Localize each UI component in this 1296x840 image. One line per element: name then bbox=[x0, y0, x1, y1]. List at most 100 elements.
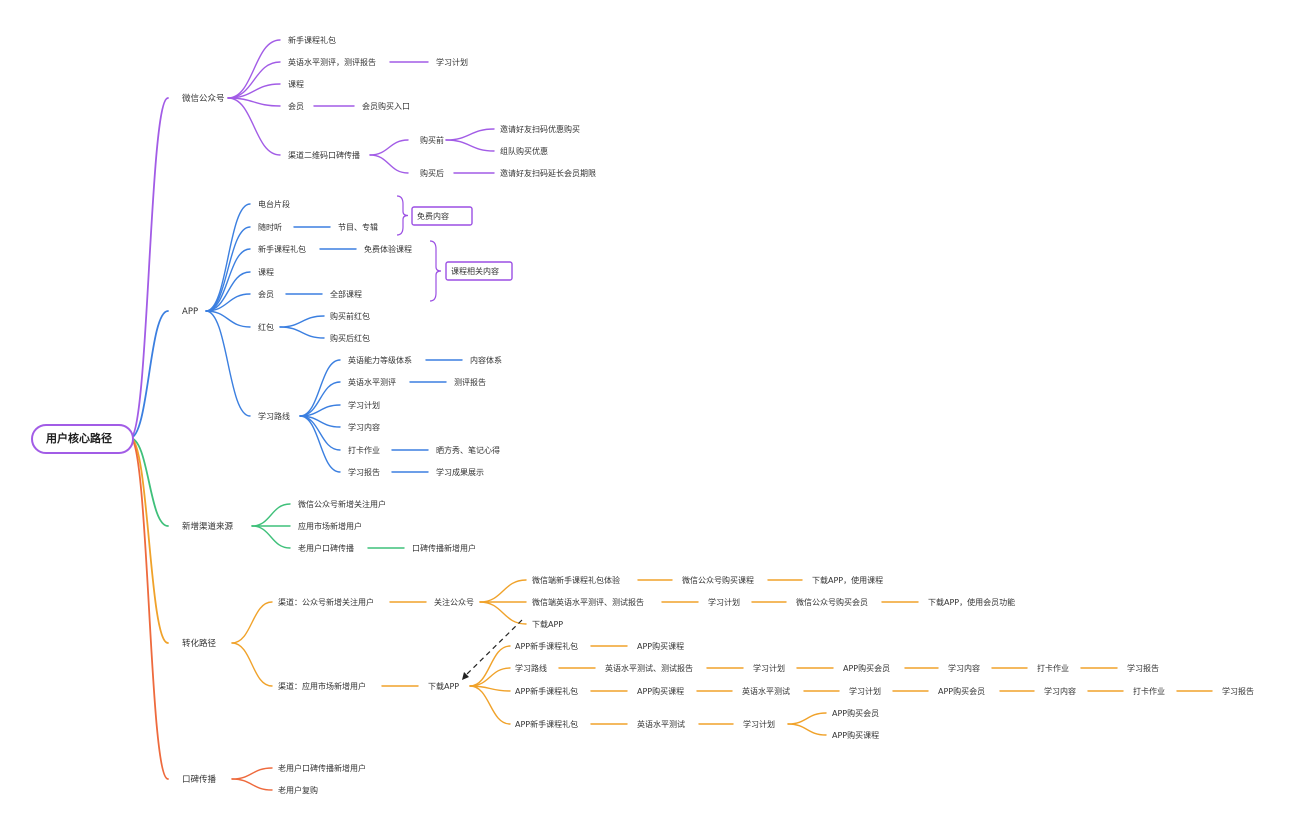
app-rp-after: 购买后红包 bbox=[330, 333, 370, 343]
branch-connector bbox=[205, 248, 251, 312]
convert-channel-market: 渠道：应用市场新增用户 bbox=[278, 681, 366, 691]
app-course-box: 课程相关内容 bbox=[451, 266, 499, 276]
app-radio: 电台片段 bbox=[258, 199, 290, 209]
app-path: 学习路线 bbox=[258, 411, 290, 421]
branch-connector bbox=[129, 437, 169, 527]
app-member: 会员 bbox=[258, 289, 274, 299]
s4-buy-member: APP购买会员 bbox=[832, 708, 879, 718]
app-all-courses: 全部课程 bbox=[330, 289, 362, 299]
app-trial: 免费体验课程 bbox=[364, 244, 412, 254]
branch-connector bbox=[231, 778, 273, 791]
word-old-new: 老用户口碑传播新增用户 bbox=[278, 763, 366, 773]
wechat-plan: 学习计划 bbox=[436, 57, 468, 67]
summary-bracket bbox=[429, 240, 442, 302]
branch-connector bbox=[129, 97, 169, 439]
branch-connector bbox=[251, 525, 291, 549]
r2-download: 下载APP，使用会员功能 bbox=[928, 597, 1015, 607]
app-program: 节目、专辑 bbox=[338, 222, 378, 232]
word-branch: 口碑传播 bbox=[182, 774, 217, 785]
branch-connector bbox=[205, 310, 251, 417]
app-free-box: 免费内容 bbox=[417, 211, 449, 221]
app-content-sys: 内容体系 bbox=[470, 355, 502, 365]
branch-connector bbox=[469, 645, 511, 687]
wechat-after: 购买后 bbox=[420, 168, 444, 178]
r2-test: 微信端英语水平测评、测试报告 bbox=[532, 597, 644, 607]
branch-connector bbox=[369, 154, 409, 174]
wechat-member: 会员 bbox=[288, 101, 304, 111]
wechat-course: 课程 bbox=[288, 80, 304, 89]
app-course: 课程 bbox=[258, 268, 274, 277]
channel-wechat-new: 微信公众号新增关注用户 bbox=[298, 499, 386, 509]
app-listen: 随时听 bbox=[258, 222, 282, 232]
r1-gift: 微信端新手课程礼包体验 bbox=[532, 575, 620, 585]
s2-buy-member: APP购买会员 bbox=[843, 663, 890, 673]
r1-download: 下载APP，使用课程 bbox=[812, 575, 883, 585]
r3-download: 下载APP bbox=[532, 619, 563, 629]
root-node-frame bbox=[31, 424, 134, 454]
app-share: 晒方秀、笔记心得 bbox=[436, 445, 500, 455]
download-arrow-head bbox=[462, 672, 469, 680]
branch-connector bbox=[299, 359, 341, 417]
branch-connector bbox=[205, 293, 251, 312]
wechat-invite-buy: 邀请好友扫码优惠购买 bbox=[500, 124, 580, 134]
s3-plan: 学习计划 bbox=[849, 686, 881, 696]
app-plan: 学习计划 bbox=[348, 400, 380, 410]
s2-content: 学习内容 bbox=[948, 663, 980, 673]
branch-connector bbox=[227, 97, 281, 156]
s3-gift: APP新手课程礼包 bbox=[515, 686, 578, 696]
app-gift: 新手课程礼包 bbox=[258, 244, 306, 254]
wechat-invite-extend: 邀请好友扫码延长会员期限 bbox=[500, 168, 596, 178]
app-test: 英语水平测评 bbox=[348, 377, 396, 387]
branch-connector bbox=[205, 226, 251, 312]
s4-test: 英语水平测试 bbox=[637, 719, 685, 729]
branch-connector bbox=[369, 139, 409, 156]
branch-connector bbox=[129, 310, 169, 439]
app-checkin: 打卡作业 bbox=[348, 445, 380, 455]
branch-connector bbox=[479, 601, 527, 625]
branch-connector bbox=[445, 128, 495, 141]
s3-checkin: 打卡作业 bbox=[1133, 686, 1165, 696]
s3-buy-course: APP购买课程 bbox=[637, 686, 684, 696]
branch-connector bbox=[469, 685, 511, 725]
branch-connector bbox=[787, 723, 827, 736]
app-report: 测评报告 bbox=[454, 377, 486, 387]
app-redpacket: 红包 bbox=[258, 322, 274, 332]
channel-old-user: 老用户口碑传播 bbox=[298, 543, 354, 553]
branch-connector bbox=[227, 39, 281, 99]
s3-content: 学习内容 bbox=[1044, 686, 1076, 696]
branch-connector bbox=[279, 326, 325, 339]
s4-gift: APP新手课程礼包 bbox=[515, 719, 578, 729]
app-study-report: 学习报告 bbox=[348, 467, 380, 477]
branch-connector bbox=[205, 203, 251, 312]
s4-buy-course: APP购买课程 bbox=[832, 730, 879, 740]
branch-connector bbox=[299, 381, 341, 417]
app-branch: APP bbox=[182, 307, 198, 317]
s1-buy-course: APP购买课程 bbox=[637, 641, 684, 651]
s2-checkin: 打卡作业 bbox=[1037, 663, 1069, 673]
s2-path: 学习路线 bbox=[515, 663, 547, 673]
s1-gift: APP新手课程礼包 bbox=[515, 641, 578, 651]
branch-connector bbox=[787, 712, 827, 725]
r1-buy-course: 微信公众号购买课程 bbox=[682, 575, 754, 585]
wechat-member-entry: 会员购买入口 bbox=[362, 101, 410, 111]
channel-branch: 新增渠道来源 bbox=[182, 521, 234, 532]
root-node: 用户核心路径 bbox=[46, 431, 112, 445]
app-free-box-box bbox=[411, 206, 473, 226]
s2-report: 学习报告 bbox=[1127, 663, 1159, 673]
wechat-test: 英语水平测评，测评报告 bbox=[288, 57, 376, 67]
convert-download: 下载APP bbox=[428, 681, 459, 691]
convert-branch: 转化路径 bbox=[182, 638, 217, 649]
branch-connector bbox=[231, 767, 273, 780]
branch-connector bbox=[479, 579, 527, 603]
channel-market-new: 应用市场新增用户 bbox=[298, 521, 362, 531]
s3-buy-member: APP购买会员 bbox=[938, 686, 985, 696]
branch-connector bbox=[251, 503, 291, 527]
s3-report: 学习报告 bbox=[1222, 686, 1254, 696]
s2-test: 英语水平测试、测试报告 bbox=[605, 663, 693, 673]
app-content: 学习内容 bbox=[348, 422, 380, 432]
branch-connector bbox=[227, 97, 281, 107]
wechat-branch: 微信公众号 bbox=[182, 93, 225, 104]
summary-bracket bbox=[396, 195, 409, 236]
app-rp-before: 购买前红包 bbox=[330, 311, 370, 321]
channel-word-new: 口碑传播新增用户 bbox=[412, 543, 476, 553]
